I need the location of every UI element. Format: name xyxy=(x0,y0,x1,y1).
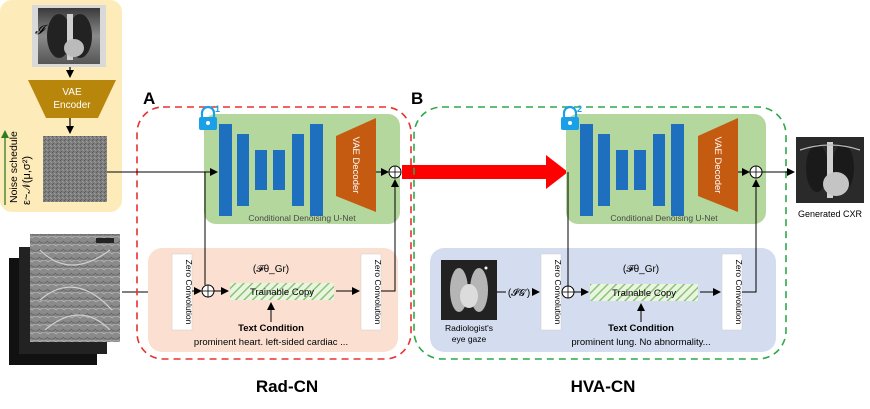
rad-cn-text-condition-value: prominent heart. left-sided cardiac ... xyxy=(194,337,348,348)
generated-cxr-image xyxy=(796,137,864,203)
unet-a-block-4 xyxy=(273,150,285,190)
left-input-panel: 𝓘 VAE Encoder ε~𝒩(μ,σ²) Noise schedule xyxy=(0,0,122,212)
section-b-hva-cn: B 2 VAE Decoder Conditional Denoising U-… xyxy=(411,89,795,396)
rad-cn-lock-number: 1 xyxy=(215,104,220,114)
hva-cn-unet-blocks xyxy=(580,124,684,216)
hva-cn-zero-conv-left-label: Zero Convolution xyxy=(553,260,563,325)
rad-cn-lock-icon xyxy=(199,105,217,130)
unet-b-block-1 xyxy=(580,124,593,216)
eye-gaze-image xyxy=(441,260,497,320)
rad-cn-copy-symbol: (𝓕θ_Gr) xyxy=(253,264,289,275)
hva-cn-title: HVA-CN xyxy=(571,377,636,396)
unet-a-block-6 xyxy=(310,124,323,216)
input-xray-stack xyxy=(9,234,120,365)
noise-formula: ε~𝒩(μ,σ²) xyxy=(21,156,33,205)
noisy-latent-image xyxy=(43,136,107,202)
transfer-arrow xyxy=(402,155,568,189)
rad-cn-zero-conv-right xyxy=(360,253,382,331)
vae-encoder-block xyxy=(28,80,116,118)
unet-b-block-5 xyxy=(653,134,665,206)
hva-cn-zero-conv-left xyxy=(540,253,562,331)
rad-cn-text-condition-title: Text Condition xyxy=(238,323,304,334)
rad-cn-zero-conv-left xyxy=(171,253,193,331)
rad-cn-unet-blocks xyxy=(219,124,323,216)
rad-cn-vae-decoder xyxy=(336,118,376,212)
noise-schedule-label: Noise schedule xyxy=(8,131,20,203)
rad-cn-decoder-label: VAE Decoder xyxy=(350,137,361,194)
unet-a-block-3 xyxy=(255,150,267,190)
rad-cn-zero-conv-left-label: Zero Convolution xyxy=(184,260,194,325)
input-xray-image xyxy=(32,5,106,67)
hva-cn-text-condition-title: Text Condition xyxy=(608,323,674,334)
gaze-caption-1: Radiologist's xyxy=(445,323,493,333)
hva-cn-copy-symbol: (𝓕θ_Gr) xyxy=(623,264,659,275)
rad-cn-title: Rad-CN xyxy=(256,377,318,396)
hva-cn-zero-conv-right-label: Zero Convolution xyxy=(734,260,744,325)
hva-cn-zc-to-sum-upper xyxy=(742,179,760,293)
rad-cn-zero-conv-right-label: Zero Convolution xyxy=(373,260,383,325)
unet-b-block-4 xyxy=(634,150,646,190)
rad-cn-dashed-border xyxy=(136,106,412,360)
unet-b-block-3 xyxy=(616,150,628,190)
hva-cn-lock-number: 2 xyxy=(577,104,582,114)
hva-cn-dashed-border xyxy=(413,106,787,360)
section-b-letter: B xyxy=(411,89,423,108)
vae-encoder-label-2: Encoder xyxy=(53,100,91,111)
section-a-rad-cn: A 1 VAE Decoder Conditional Denoising U-… xyxy=(107,89,412,396)
unet-b-block-2 xyxy=(598,134,610,206)
rad-cn-unet-caption: Conditional Denoising U-Net xyxy=(248,213,356,223)
gaze-transform-symbol: (𝓘𝓖′) xyxy=(508,288,530,299)
unet-b-block-6 xyxy=(671,124,684,216)
generated-cxr-label: Generated CXR xyxy=(798,209,863,219)
section-a-letter: A xyxy=(143,89,155,108)
hva-cn-text-condition-value: prominent lung. No abnormality... xyxy=(571,337,710,348)
vae-encoder-label-1: VAE xyxy=(62,87,82,98)
rad-cn-trainable-copy-block xyxy=(230,283,334,300)
unet-a-block-1 xyxy=(219,124,232,216)
hva-cn-unet-caption: Conditional Denoising U-Net xyxy=(610,213,718,223)
hva-cn-decoder-label: VAE Decoder xyxy=(712,137,723,194)
unet-a-block-2 xyxy=(237,134,249,206)
gaze-caption-2: eye gaze xyxy=(452,334,487,344)
unet-a-block-5 xyxy=(292,134,304,206)
hva-cn-lock-icon xyxy=(561,105,579,130)
noise-schedule-arrowhead xyxy=(1,130,9,138)
hva-cn-trainable-copy-label: Trainable Copy xyxy=(612,288,676,299)
rad-cn-zc-to-sum-upper xyxy=(381,179,399,292)
hva-cn-vae-decoder xyxy=(698,118,738,212)
hva-cn-trainable-copy-block xyxy=(590,284,698,301)
rad-cn-trainable-copy-label: Trainable Copy xyxy=(250,287,314,298)
